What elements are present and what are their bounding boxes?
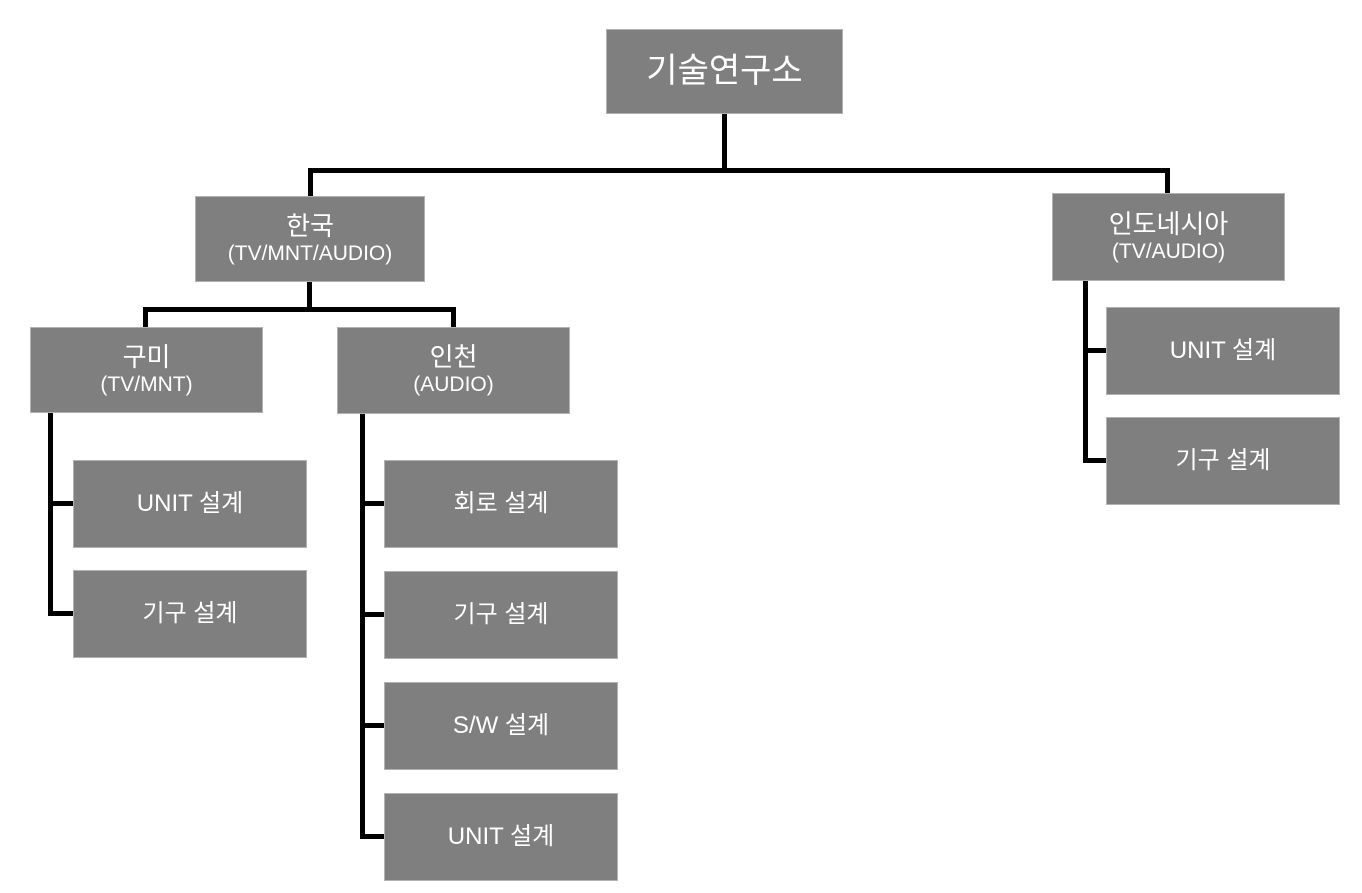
node-incheon-mechanism-design-label: 기구 설계: [453, 601, 549, 629]
node-root-label: 기술연구소: [646, 51, 803, 90]
node-indonesia-unit-design: UNIT 설계: [1106, 307, 1340, 395]
node-gumi-unit-design: UNIT 설계: [73, 460, 307, 548]
node-gumi: 구미 (TV/MNT): [30, 327, 263, 413]
node-indonesia-mechanism-design: 기구 설계: [1106, 417, 1340, 505]
node-korea: 한국 (TV/MNT/AUDIO): [195, 196, 425, 282]
connector-level2-horizontal: [143, 307, 456, 312]
node-indonesia-title: 인도네시아: [1108, 208, 1229, 239]
connector-indonesia-stub: [1165, 168, 1170, 193]
connector-korea-down: [307, 282, 312, 312]
connector-indonesia-child-stub-1: [1083, 348, 1106, 353]
node-korea-title: 한국: [286, 210, 334, 241]
node-incheon-sw-design-label: S/W 설계: [452, 712, 550, 740]
node-incheon-circuit-design: 회로 설계: [384, 460, 618, 548]
node-indonesia-subtitle: (TV/AUDIO): [1111, 239, 1226, 263]
node-korea-subtitle: (TV/MNT/AUDIO): [227, 241, 393, 265]
connector-incheon-child-stub-2: [360, 612, 384, 617]
node-indonesia: 인도네시아 (TV/AUDIO): [1052, 193, 1285, 281]
connector-incheon-child-stub-4: [360, 834, 384, 839]
node-incheon-circuit-design-label: 회로 설계: [453, 490, 549, 518]
node-incheon-sw-design: S/W 설계: [384, 682, 618, 770]
node-gumi-mechanism-design-label: 기구 설계: [142, 600, 238, 628]
connector-incheon-child-stub-1: [360, 501, 384, 506]
connector-incheon-child-stub-3: [360, 723, 384, 728]
connector-korea-stub: [308, 168, 313, 196]
connector-gumi-child-stub-1: [48, 501, 73, 506]
connector-indonesia-hang-vertical: [1083, 281, 1088, 463]
node-incheon-title: 인천: [429, 342, 478, 373]
connector-gumi-hang-vertical: [48, 413, 53, 616]
node-gumi-mechanism-design: 기구 설계: [73, 570, 307, 658]
node-incheon-unit-design: UNIT 설계: [384, 793, 618, 881]
connector-incheon-stub: [451, 307, 456, 327]
node-incheon-unit-design-label: UNIT 설계: [447, 823, 555, 851]
node-indonesia-unit-design-label: UNIT 설계: [1169, 337, 1277, 365]
node-incheon-subtitle: (AUDIO): [413, 373, 494, 397]
connector-root-down: [722, 114, 727, 173]
node-indonesia-mechanism-design-label: 기구 설계: [1175, 447, 1271, 475]
node-gumi-subtitle: (TV/MNT): [100, 372, 193, 396]
node-gumi-title: 구미: [122, 341, 171, 372]
connector-incheon-hang-vertical: [360, 414, 365, 839]
connector-indonesia-child-stub-2: [1083, 458, 1106, 463]
connector-level1-horizontal: [308, 168, 1170, 173]
node-incheon: 인천 (AUDIO): [337, 327, 570, 414]
node-incheon-mechanism-design: 기구 설계: [384, 571, 618, 659]
connector-gumi-stub: [143, 307, 148, 327]
node-root: 기술연구소: [606, 29, 843, 114]
node-gumi-unit-design-label: UNIT 설계: [136, 490, 244, 518]
connector-gumi-child-stub-2: [48, 611, 73, 616]
